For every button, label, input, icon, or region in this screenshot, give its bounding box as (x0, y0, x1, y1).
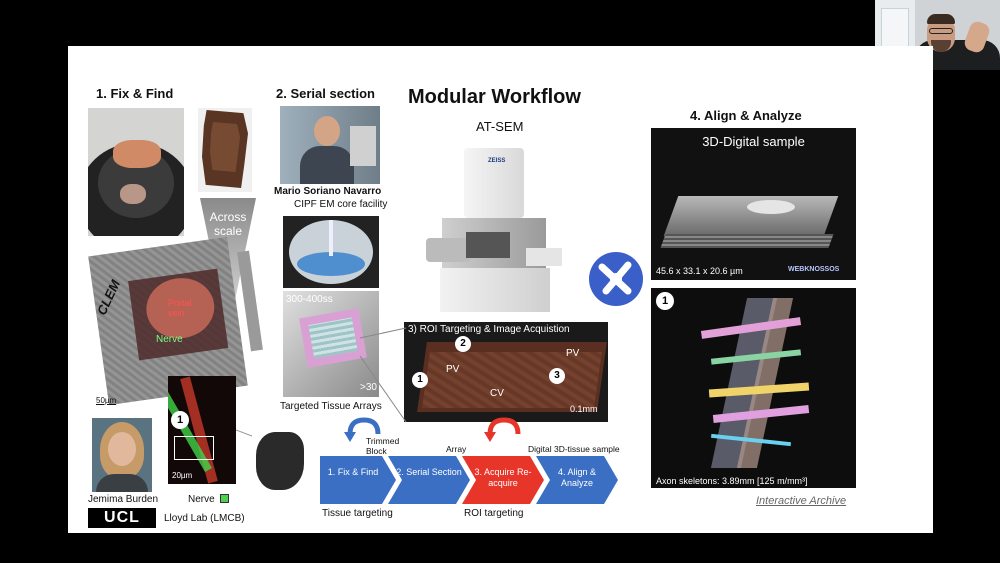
axon-marker-1: 1 (656, 292, 674, 310)
workflow-step-1-shape (320, 456, 396, 504)
interactive-archive-link[interactable]: Interactive Archive (756, 495, 847, 507)
slide-title: Modular Workflow (408, 86, 581, 108)
scale-bar-50um: 50µm (96, 396, 117, 405)
nerve-legend: Nerve (188, 494, 230, 505)
across-scale-label: Across scale (209, 210, 247, 238)
liver-lobe-image (252, 428, 308, 494)
digital-sample-title: 3D-Digital sample (702, 134, 805, 149)
sample-dish-photo (88, 108, 184, 236)
atsem-label: AT-SEM (476, 119, 524, 134)
array-label: Array (446, 444, 467, 454)
nerve-label: Nerve (156, 334, 183, 345)
workflow-step-2-shape (388, 456, 470, 504)
section-1-heading: 1. Fix & Find (96, 86, 174, 101)
section-2-heading: 2. Serial section (276, 86, 375, 101)
trimmed-block-label: Trimmed Block (366, 436, 400, 456)
targeted-tissue-arrays-label: Targeted Tissue Arrays (280, 401, 382, 412)
jemima-burden-photo (92, 418, 152, 492)
roi-marker-1: 1 (412, 372, 428, 388)
portal-vein-label: Portal vein (168, 298, 192, 318)
shared-slide: Modular Workflow 1. Fix & Find Across sc… (68, 46, 933, 533)
workflow-step-3-shape (462, 456, 544, 504)
section-count-label: 300-400ss (286, 294, 333, 305)
roi-connector-lines (359, 327, 407, 423)
nerve-legend-label: Nerve (188, 494, 215, 505)
digital-sample-panel (651, 128, 856, 280)
roi-pv-label-1: PV (446, 364, 460, 375)
section-4-heading: 4. Align & Analyze (690, 108, 802, 123)
digital-tissue-label: Digital 3D-tissue sample (528, 444, 620, 454)
workflow-diagram (320, 417, 618, 504)
lloyd-lab-label: Lloyd Lab (LMCB) (164, 513, 245, 524)
roi-marker-3: 3 (549, 368, 565, 384)
jemima-burden-name: Jemima Burden (88, 494, 159, 505)
tissue-targeting-label: Tissue targeting (322, 508, 393, 519)
workflow-step-1: 1. Fix & Find (327, 467, 379, 477)
sem-brand-logo: ZEISS (488, 158, 506, 164)
axon-skeletons-label: Axon skeletons: 3.89mm [125 m/mm³] (656, 476, 808, 486)
participant-beard (931, 40, 951, 52)
participant-hair (927, 14, 955, 24)
nerve-legend-swatch (220, 494, 230, 503)
tissue-array-photo (283, 291, 379, 397)
workflow-step-4-shape (536, 456, 618, 504)
scale-bar-20um: 20µm (172, 471, 193, 480)
whiteboard-background (881, 8, 909, 48)
roi-cv-label: CV (490, 388, 504, 399)
fluorescence-image (168, 376, 236, 484)
roi-marker-2: 2 (455, 336, 471, 352)
sem-instrument-image: ZEISS (406, 138, 586, 318)
mario-soriano-affiliation: CIPF EM core facility (294, 199, 388, 210)
water-bath-photo (283, 216, 379, 288)
array-count-label: >30 (360, 382, 377, 393)
ucl-logo: UCL (88, 508, 156, 528)
webknossos-wordmark: WEBKNOSSOS (788, 266, 840, 273)
workflow-step-4: 4. Align & Analyze (557, 467, 597, 488)
roi-targeting-panel (404, 322, 608, 422)
workflow-step-3: 3. Acquire Re-acquire (474, 467, 532, 488)
roi-pv-label-2: PV (566, 348, 580, 359)
roi-targeting-label: ROI targeting (464, 508, 524, 519)
axon-skeletons-panel (651, 288, 856, 488)
roi-panel-title: 3) ROI Targeting & Image Acquistion (408, 324, 570, 335)
webknossos-logo (589, 252, 643, 306)
workflow-step-2: 2. Serial Section (396, 467, 462, 477)
tissue-section-photo (198, 108, 252, 192)
marker-1: 1 (171, 411, 189, 429)
mario-soriano-photo (280, 106, 380, 184)
mario-soriano-name: Mario Soriano Navarro (274, 186, 382, 197)
roi-scale-bar: 0.1mm (570, 404, 598, 414)
participant-glasses (929, 28, 953, 34)
sample-dimensions: 45.6 x 33.1 x 20.6 µm (656, 266, 743, 276)
